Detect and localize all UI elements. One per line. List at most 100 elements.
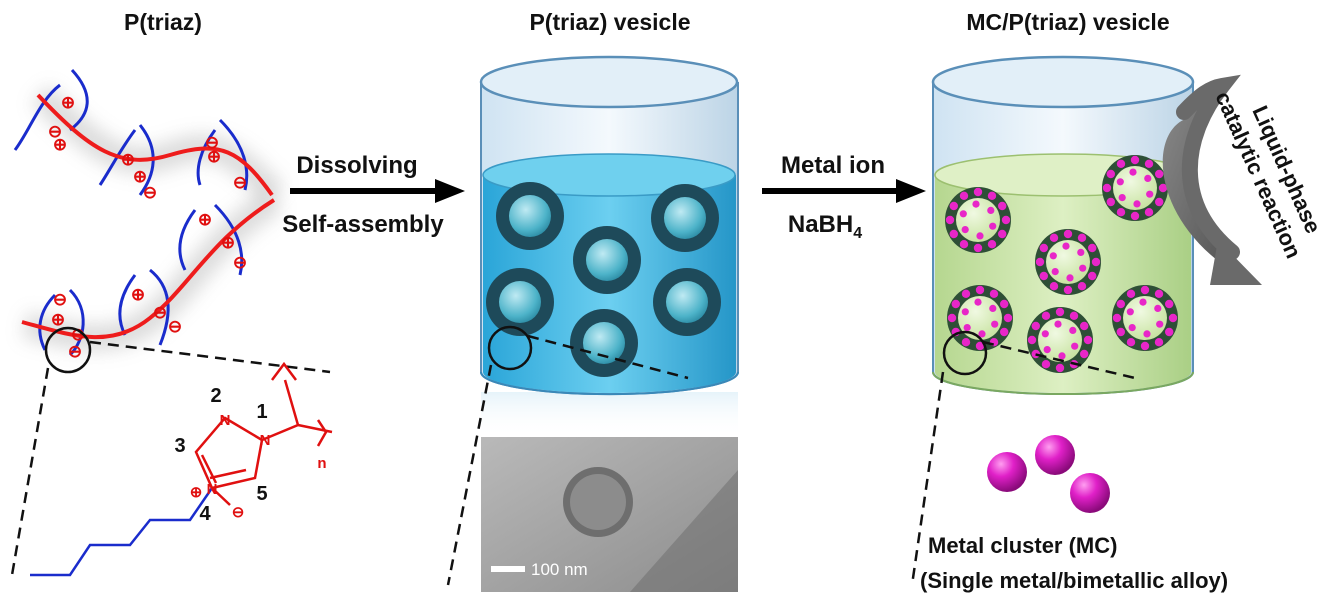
title-mc-ptriaz-vesicle: MC/P(triaz) vesicle xyxy=(966,9,1169,35)
metal-dot xyxy=(963,324,971,332)
atom-n2: N xyxy=(220,412,231,429)
zoom-line-left-b xyxy=(89,340,331,374)
metal-dot xyxy=(1112,313,1122,323)
metal-dot xyxy=(1155,197,1164,207)
circled-minus-icon: ⊖ xyxy=(233,253,247,272)
metal-dot xyxy=(987,191,997,200)
label-1: 1 xyxy=(256,401,267,423)
zoom-line-left-a xyxy=(10,367,50,576)
metal-dot xyxy=(1116,208,1126,217)
circled-plus-icon: ⊕ xyxy=(51,310,65,329)
metal-dot xyxy=(1154,338,1164,347)
circled-plus-icon: ⊕ xyxy=(221,233,235,252)
metal-dot xyxy=(1143,330,1151,338)
metal-dot xyxy=(1129,168,1137,176)
vesicle xyxy=(573,226,641,294)
metal-dot xyxy=(959,240,969,249)
metal-dot xyxy=(1144,159,1154,168)
metal-dot xyxy=(1000,327,1009,337)
metal-clusters xyxy=(987,435,1110,513)
metal-ball xyxy=(1070,473,1110,513)
metal-dot xyxy=(1118,194,1126,202)
zoom-circle-right xyxy=(942,330,988,376)
metal-dot xyxy=(949,229,958,239)
circled-minus-icon: ⊖ xyxy=(68,342,82,361)
metal-dot xyxy=(1155,169,1164,179)
scale-bar xyxy=(491,566,525,572)
mc-vesicle xyxy=(1112,285,1178,351)
circled-minus-icon: ⊖ xyxy=(233,173,247,192)
metal-dot xyxy=(1055,363,1065,373)
metal-dot xyxy=(1080,349,1089,359)
metal-dot xyxy=(1041,360,1051,369)
metal-dot xyxy=(1165,327,1174,337)
metal-dot xyxy=(1041,311,1051,320)
metal-dot xyxy=(1154,289,1164,298)
metal-dot xyxy=(975,341,985,351)
circled-minus-icon: ⊖ xyxy=(168,317,182,336)
arrow1-top-label: Dissolving xyxy=(296,152,417,179)
metal-dot xyxy=(1039,271,1049,281)
metal-dot xyxy=(998,229,1007,239)
metal-dot xyxy=(1003,313,1013,323)
label-3: 3 xyxy=(174,435,185,457)
metal-dot xyxy=(989,222,997,230)
metal-dot xyxy=(1058,352,1066,360)
circled-minus-icon: ⊖ xyxy=(48,122,62,141)
metal-dot xyxy=(951,299,960,309)
zoom-circle-left xyxy=(44,326,92,374)
metal-dot xyxy=(1144,208,1154,217)
arrow-metal-ion: Metal ion NaBH4 xyxy=(762,152,926,242)
metal-dot xyxy=(1063,229,1073,239)
metal-dot xyxy=(1106,197,1116,207)
metal-dot xyxy=(1116,327,1126,337)
arrow1-bottom-label: Self-assembly xyxy=(282,211,444,238)
vesicle xyxy=(570,309,638,377)
metal-dot xyxy=(1126,289,1136,298)
metal-dot xyxy=(947,313,957,323)
circled-minus-icon: ⊖ xyxy=(53,290,67,309)
metal-dot xyxy=(961,338,971,347)
metal-dot xyxy=(1066,274,1074,282)
metal-dot xyxy=(1054,320,1062,328)
metal-dot xyxy=(987,206,995,214)
metal-dot xyxy=(1035,257,1045,267)
metal-dot xyxy=(961,289,971,298)
metal-dot xyxy=(1063,285,1073,295)
metal-dot xyxy=(1055,307,1065,317)
metal-dot xyxy=(1079,264,1087,272)
mc-vesicle xyxy=(1035,229,1101,295)
arrow2-bottom-label: NaBH4 xyxy=(788,211,862,242)
vesicle xyxy=(653,268,721,336)
metal-dot xyxy=(1062,242,1070,250)
metal-dot xyxy=(1158,183,1168,193)
beaker-vesicle xyxy=(446,55,739,586)
metal-dot xyxy=(1133,200,1141,208)
metal-dot xyxy=(991,320,999,328)
metal-dot xyxy=(1051,268,1059,276)
metal-dot xyxy=(1126,308,1134,316)
mc-vesicle xyxy=(947,285,1013,351)
vesicle xyxy=(651,184,719,252)
metal-dot xyxy=(1080,321,1089,331)
metal-dot xyxy=(972,200,980,208)
mc-vesicle xyxy=(945,187,1011,253)
metal-dot xyxy=(1043,346,1051,354)
metal-dot xyxy=(989,304,997,312)
metal-dot xyxy=(975,285,985,295)
metal-dot xyxy=(1140,341,1150,351)
tem-image: 100 nm xyxy=(481,437,738,592)
metal-dot xyxy=(973,187,983,197)
label-5: 5 xyxy=(256,483,267,505)
metal-dot xyxy=(1049,233,1059,242)
caption-line2: (Single metal/bimetallic alloy) xyxy=(920,568,1228,593)
circled-minus-icon: ⊖ xyxy=(205,133,219,152)
metal-dot xyxy=(1049,282,1059,291)
metal-dot xyxy=(976,232,984,240)
circled-plus-icon: ⊕ xyxy=(207,147,221,166)
arrow-dissolving: Dissolving Self-assembly xyxy=(282,152,465,238)
metal-dot xyxy=(1000,299,1009,309)
metal-dot xyxy=(1077,233,1087,242)
metal-ball xyxy=(987,452,1027,492)
metal-ball xyxy=(1035,435,1075,475)
